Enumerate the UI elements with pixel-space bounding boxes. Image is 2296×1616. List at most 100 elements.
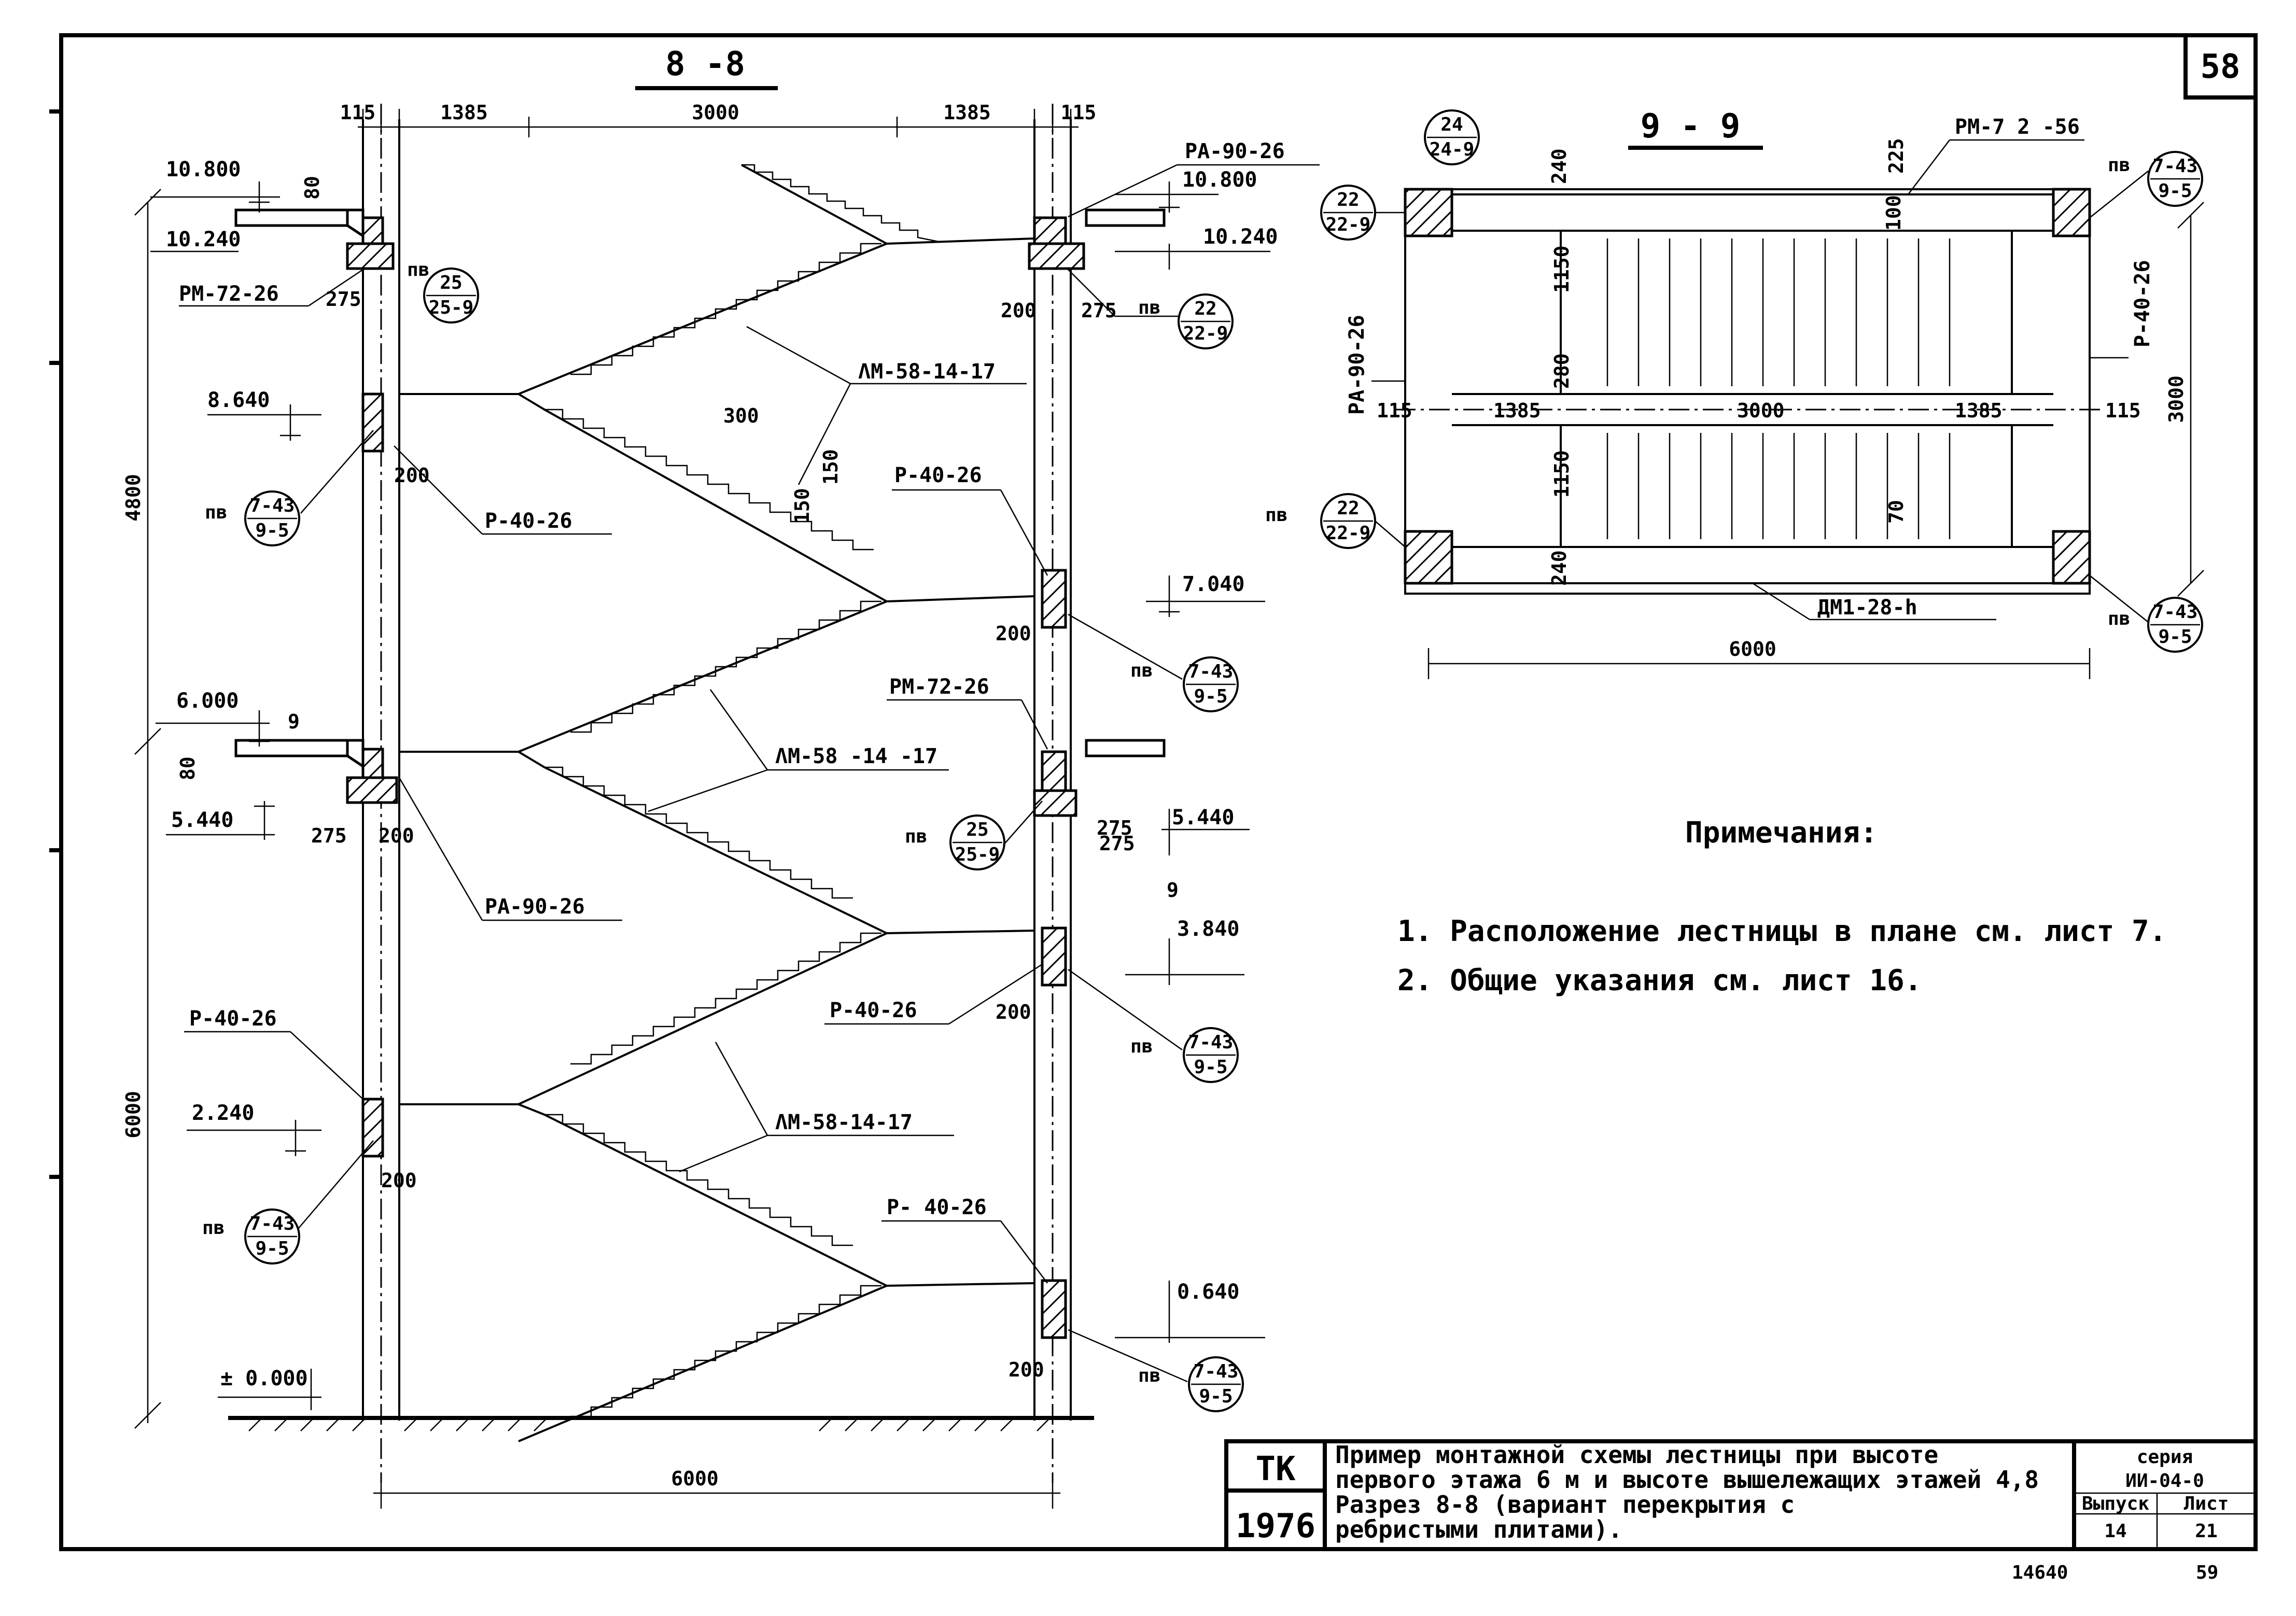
elev-left-5440: 5.440 (171, 808, 233, 832)
binding-marks (49, 109, 61, 1179)
tb-org: TK (1255, 1450, 1296, 1488)
tb-line-2: первого этажа 6 м и высоте вышележащих э… (1335, 1466, 2039, 1494)
node-callout-2: 22 22-9 пв (1068, 269, 1234, 349)
node-3-top: 7-43 (250, 495, 295, 516)
plan-node-2: 22 22-9 (1320, 185, 1405, 241)
section-9-title: 9 - 9 (1641, 107, 1741, 146)
label-pm-72-26-top: PM-72-26 (179, 282, 279, 306)
node-2-prefix: пв (1138, 297, 1160, 318)
plan-label-pa-90-26: PA-90-26 (1345, 315, 1369, 415)
notes: Примечания: 1. Расположение лестницы в п… (1397, 816, 2166, 997)
small-dim-4: 300 (723, 404, 759, 427)
tb-issue-value: 14 (2104, 1521, 2126, 1542)
node-8-prefix: пв (1138, 1365, 1160, 1386)
plan-node-4: 22 22-9 пв (1265, 493, 1406, 549)
plan-node-3-prefix: пв (2108, 154, 2130, 176)
node-7-bottom: 9-5 (255, 1238, 289, 1259)
label-p-40-26-a: P-40-26 (485, 509, 572, 533)
elev-right-10800: 10.800 (1182, 168, 1257, 192)
node-callout-4: 7-43 9-5 пв (1068, 613, 1239, 712)
plan-node-2-top: 22 (1337, 189, 1359, 210)
footer-archive-number: 14640 (2012, 1562, 2068, 1583)
node-1-prefix: пв (407, 259, 429, 280)
node-4-top: 7-43 (1188, 661, 1234, 682)
plan-node-1-top: 24 (1440, 114, 1463, 135)
label-p-40-26-d: P-40-26 (830, 999, 917, 1022)
node-callout-1: 25 25-9 пв (407, 259, 479, 324)
node-2-top: 22 (1194, 298, 1216, 319)
node-5-bottom: 25-9 (955, 844, 1000, 865)
node-callout-7: 7-43 9-5 пв (202, 1140, 374, 1264)
plan-node-5-prefix: пв (2108, 608, 2130, 629)
small-dim-11: 275 (311, 824, 347, 847)
plan-dim-6000: 6000 (1729, 638, 1776, 661)
node-5-prefix: пв (905, 826, 927, 847)
small-dim-10: 80 (176, 756, 199, 780)
label-lm-58-mid: ΛM-58 -14 -17 (775, 744, 937, 768)
node-callout-5: 25 25-9 пв (905, 800, 1043, 870)
tb-issue-label: Выпуск (2082, 1493, 2149, 1514)
node-5-top: 25 (966, 819, 988, 840)
small-dim-15: 200 (996, 1001, 1031, 1023)
label-lm-58-lower: ΛM-58-14-17 (775, 1111, 913, 1134)
node-8-bottom: 9-5 (1199, 1386, 1233, 1407)
sheet-number-box: 58 (2183, 33, 2258, 100)
plan-node-4-bottom: 22-9 (1326, 523, 1371, 544)
elev-left-0000: ± 0.000 (220, 1367, 308, 1390)
dim-top-4: 1385 (943, 101, 991, 124)
node-6-prefix: пв (1130, 1036, 1153, 1057)
label-p-40-26-e: P- 40-26 (887, 1196, 987, 1219)
dim-bottom-6000: 6000 (671, 1467, 719, 1490)
section-8-8: 8 -8 115 1385 3000 1385 115 (122, 45, 1320, 1509)
note-2: 2. Общие указания см. лист 16. (1397, 964, 1922, 997)
plan-node-4-top: 22 (1337, 498, 1359, 519)
plan-node-1-bottom: 24-9 (1430, 139, 1475, 160)
node-3-prefix: пв (205, 502, 227, 523)
elev-left-10240: 10.240 (166, 228, 241, 251)
plan-dim-3000: 3000 (2165, 375, 2188, 423)
node-7-top: 7-43 (250, 1213, 295, 1234)
small-dim-7: 200 (1001, 299, 1037, 322)
elev-left-8640: 8.640 (207, 388, 270, 412)
dim-top-1: 115 (340, 101, 376, 124)
plan-vdim-3: 280 (1550, 353, 1573, 389)
node-6-top: 7-43 (1188, 1032, 1234, 1053)
elev-left-2240: 2.240 (192, 1101, 254, 1125)
tb-line-4: ребристыми плитами). (1335, 1515, 1622, 1543)
plan-small-dim-3: 70 (1885, 500, 1908, 524)
small-dim-5: 150 (791, 488, 814, 524)
plan-node-5-bottom: 9-5 (2158, 626, 2192, 648)
node-3-bottom: 9-5 (255, 520, 289, 541)
plan-node-1: 24 24-9 (1424, 109, 1480, 165)
small-dim-16: 200 (381, 1169, 417, 1192)
small-dim-8: 275 (1081, 299, 1117, 322)
footer-page-number: 59 (2196, 1562, 2218, 1583)
label-p-40-26-b: P-40-26 (894, 463, 982, 487)
small-dim-9: 9 (288, 710, 300, 733)
small-dim-2: 275 (326, 288, 361, 311)
notes-title: Примечания: (1685, 816, 1878, 850)
node-1-bottom: 25-9 (429, 297, 474, 318)
elev-right-3840: 3.840 (1177, 917, 1239, 941)
small-dim-1: 80 (301, 176, 324, 200)
plan-vdim-2: 1150 (1550, 245, 1573, 293)
elev-left-10800: 10.800 (166, 158, 241, 181)
plan-node-2-bottom: 22-9 (1326, 214, 1371, 235)
plan-row-dim-1: 115 (1377, 399, 1412, 422)
dim-top-5: 115 (1061, 101, 1097, 124)
small-dim-6: 150 (819, 449, 842, 485)
plan-vdim-5: 240 (1548, 550, 1571, 586)
node-callout-8: 7-43 9-5 пв (1068, 1329, 1244, 1412)
plan-row-dim-4: 1385 (1955, 399, 2003, 422)
elev-left-6000: 6.000 (176, 689, 239, 713)
node-6-bottom: 9-5 (1194, 1057, 1227, 1078)
elev-right-10240: 10.240 (1203, 225, 1278, 249)
node-4-bottom: 9-5 (1194, 686, 1227, 707)
tb-sheet-value: 21 (2195, 1521, 2217, 1542)
plan-node-3: 7-43 9-5 пв (2089, 151, 2203, 218)
dim-height-4800: 4800 (122, 474, 145, 522)
plan-small-dim-1: 225 (1885, 138, 1908, 174)
elev-right-7040: 7.040 (1182, 572, 1244, 596)
tb-line-3: Разрез 8-8 (вариант перекрытия с (1335, 1491, 1795, 1519)
